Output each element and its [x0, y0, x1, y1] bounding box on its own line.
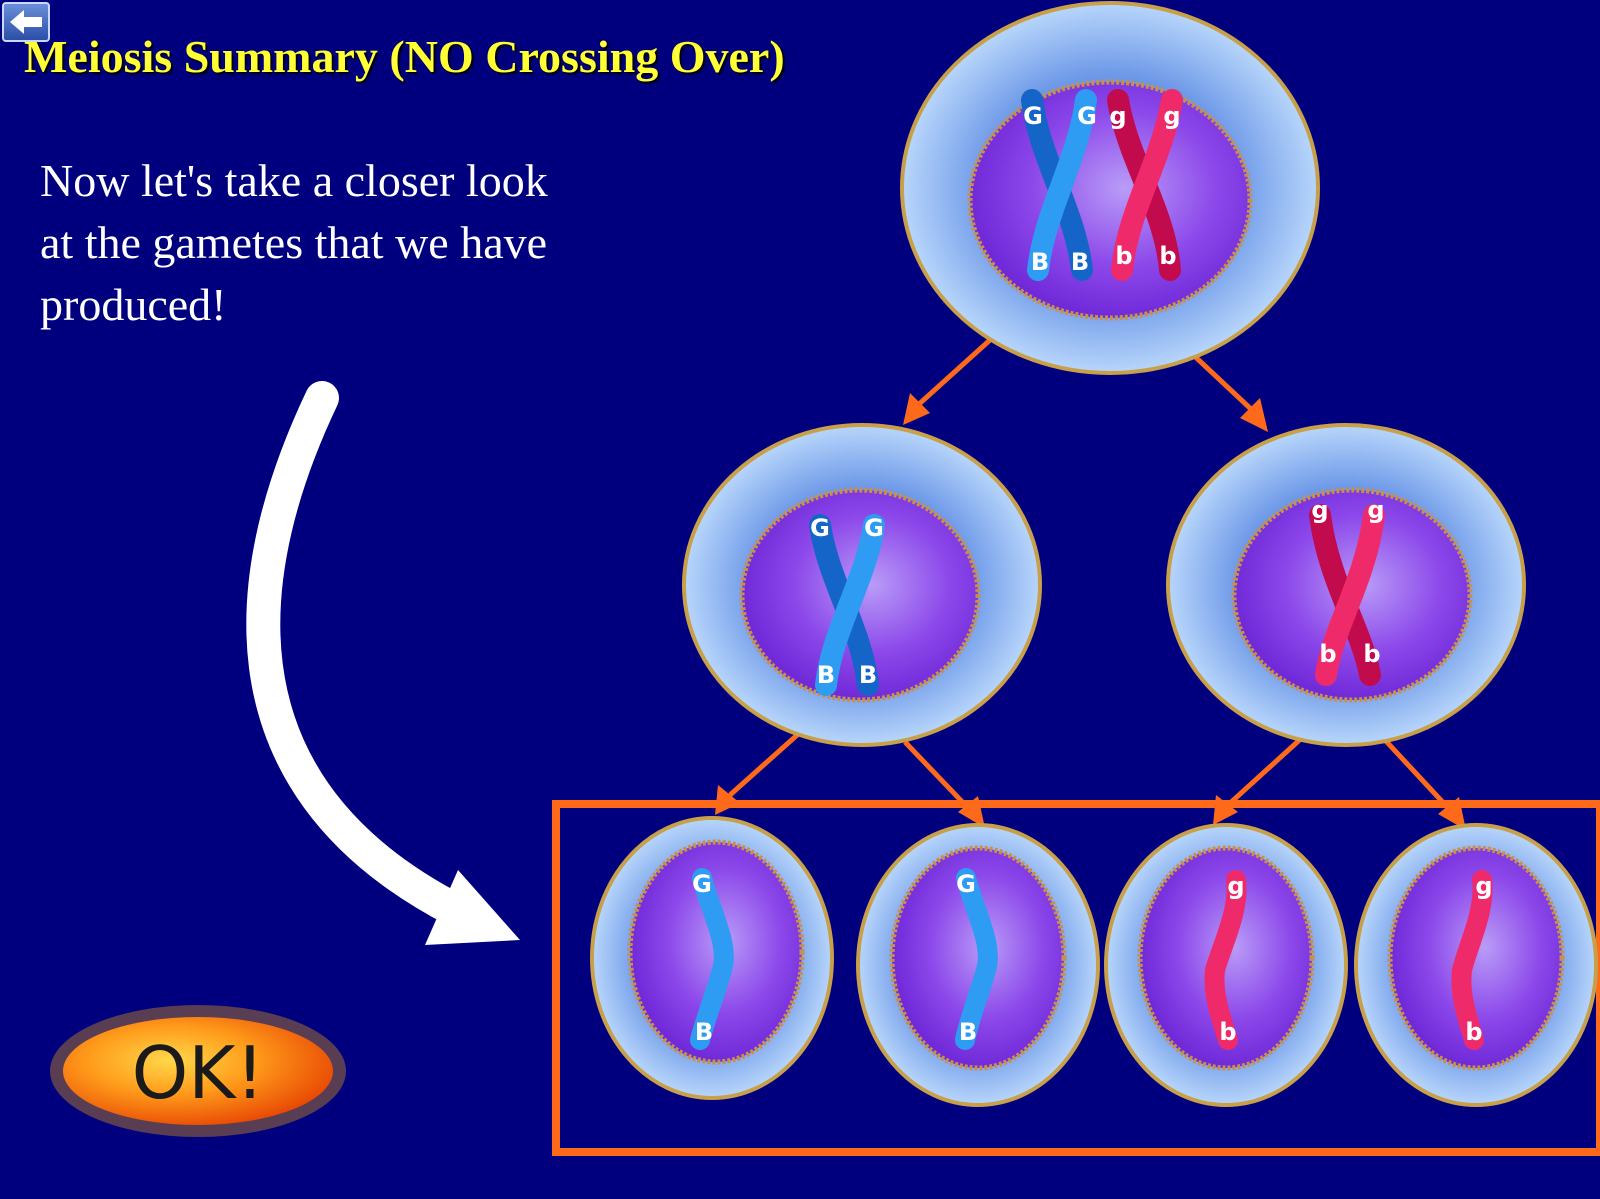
- ok-label: OK!: [132, 1031, 265, 1115]
- allele-label: G: [956, 870, 976, 898]
- gamete-cell-4: [1354, 823, 1598, 1107]
- daughter-cell-1: [682, 423, 1042, 747]
- allele-label: g: [1227, 872, 1244, 900]
- allele-label: G: [692, 870, 712, 898]
- allele-label: g: [1311, 496, 1328, 524]
- allele-label: b: [1465, 1018, 1482, 1046]
- allele-label: b: [1159, 242, 1176, 270]
- daughter-cell-2: [1166, 423, 1526, 747]
- allele-label: G: [810, 514, 830, 542]
- allele-label: G: [1023, 102, 1043, 130]
- allele-label: G: [864, 514, 884, 542]
- allele-label: b: [1363, 640, 1380, 668]
- allele-label: b: [1219, 1018, 1236, 1046]
- parent-cell: [900, 1, 1320, 375]
- gamete-cell-1: [590, 816, 834, 1100]
- allele-labels: G G g g B B b b G G B B g g b b G B G B …: [692, 102, 1492, 1046]
- page-title: Meiosis Summary (NO Crossing Over): [24, 31, 785, 82]
- allele-label: B: [817, 661, 835, 689]
- allele-label: B: [959, 1018, 977, 1046]
- back-button[interactable]: [2, 2, 50, 42]
- intro-text: Now let's take a closer look at the game…: [40, 155, 548, 330]
- allele-label: b: [1115, 242, 1132, 270]
- allele-label: g: [1475, 872, 1492, 900]
- allele-label: B: [859, 661, 877, 689]
- parent-chromosome-red: [1107, 89, 1183, 281]
- gametes-highlight-box: [552, 800, 1600, 1156]
- gamete-cell-2: [856, 823, 1100, 1107]
- allele-label: b: [1319, 640, 1336, 668]
- allele-label: G: [1077, 102, 1097, 130]
- allele-label: g: [1367, 496, 1384, 524]
- allele-label: g: [1163, 102, 1180, 130]
- allele-label: B: [1031, 248, 1049, 276]
- ok-button[interactable]: OK!: [48, 1002, 348, 1140]
- left-arrow-icon: [10, 10, 42, 34]
- allele-label: B: [695, 1018, 713, 1046]
- allele-label: B: [1071, 248, 1089, 276]
- gamete-cell-3: [1104, 823, 1348, 1107]
- white-curved-arrow: [246, 381, 520, 945]
- parent-chromosome-blue: [1021, 89, 1097, 281]
- allele-label: g: [1109, 102, 1126, 130]
